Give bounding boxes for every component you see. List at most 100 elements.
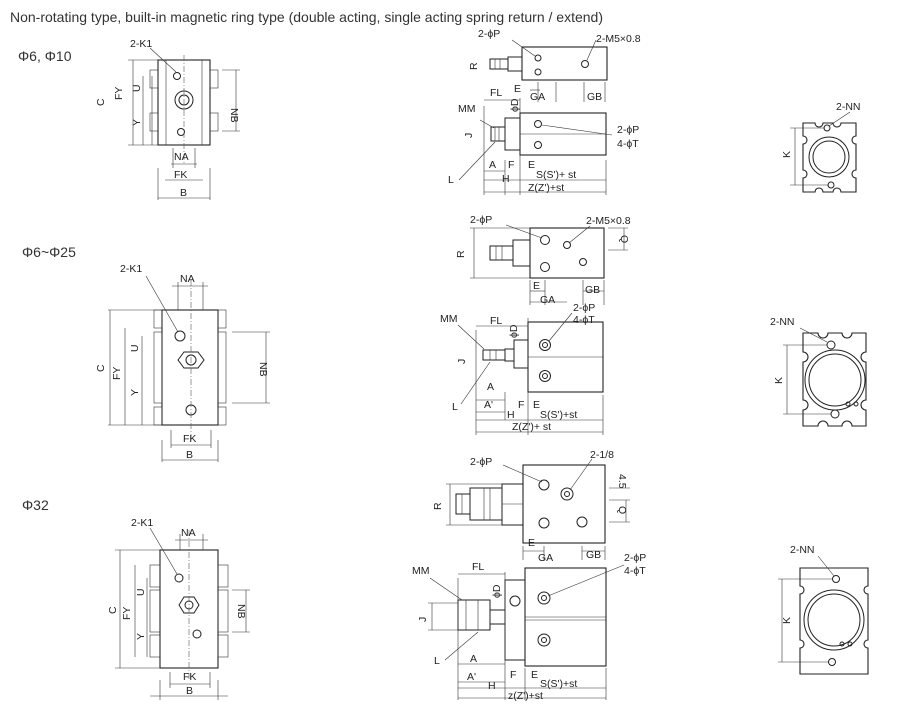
label-y: Y — [135, 633, 147, 640]
label-ga: GA — [530, 91, 545, 103]
label-2-phi-p: 2-ϕP — [470, 456, 492, 468]
top-view-phi6-25: 2-ϕP 2-M5×0.8 R Q E GA GB — [455, 214, 631, 306]
label-h: H — [507, 409, 515, 421]
label-e: E — [514, 83, 521, 95]
label-nb: NB — [235, 604, 247, 619]
label-e: E — [528, 159, 535, 171]
label-c: C — [107, 606, 119, 614]
label-r: R — [468, 62, 480, 70]
label-2-nn: 2-NN — [790, 544, 815, 556]
label-c: C — [95, 98, 107, 106]
label-fk: FK — [183, 671, 196, 683]
label-r: R — [432, 502, 444, 510]
label-mm: MM — [440, 313, 458, 325]
label-na: NA — [181, 527, 196, 539]
label-2-m5: 2-M5×0.8 — [596, 33, 641, 45]
label-fl: FL — [472, 561, 484, 573]
end-view-phi6-10: 2-NN K — [781, 101, 861, 193]
side-view-phi6-25: FL MM ϕD J L A A' F E H S(S')+st Z(Z')+ … — [440, 302, 604, 435]
label-2-phi-p: 2-ϕP — [573, 302, 595, 314]
label-h: H — [502, 173, 510, 185]
label-y: Y — [131, 119, 143, 126]
top-view-phi6-10: 2-ϕP 2-M5×0.8 R E GA GB — [468, 28, 641, 103]
label-f: F — [518, 399, 524, 411]
label-fy: FY — [111, 367, 123, 380]
label-mm: MM — [412, 565, 430, 577]
label-4-phi-t: 4-ϕT — [617, 138, 639, 150]
label-nb: NB — [228, 108, 240, 123]
label-e: E — [528, 537, 535, 549]
end-view-phi32: 2-NN K — [778, 544, 869, 675]
label-4-5: 4.5 — [616, 474, 628, 489]
label-2-m5: 2-M5×0.8 — [586, 215, 631, 227]
label-ga: GA — [538, 552, 553, 564]
label-l: L — [434, 655, 440, 667]
label-nb: NB — [257, 362, 269, 377]
label-j: J — [417, 617, 429, 622]
label-gb: GB — [587, 91, 602, 103]
label-r: R — [455, 250, 467, 258]
label-z: Z(Z')+st — [528, 182, 564, 194]
label-k: K — [781, 617, 793, 624]
label-s: S(S')+st — [540, 409, 577, 421]
label-na: NA — [174, 151, 189, 163]
label-phi-d: ϕD — [509, 98, 521, 112]
label-2-k1: 2-K1 — [120, 263, 142, 275]
label-y: Y — [129, 389, 141, 396]
label-j: J — [456, 359, 468, 364]
front-view-phi32: 2-K1 NA FK B C FY U Y NB — [107, 517, 250, 700]
label-fl: FL — [490, 315, 502, 327]
label-s: S(S')+st — [540, 678, 577, 690]
label-f: F — [510, 669, 516, 681]
label-fl: FL — [490, 87, 502, 99]
side-view-phi6-10: FL MM ϕD J L A F E H S(S')+ st Z(Z')+st … — [448, 87, 639, 195]
label-z: z(Z')+st — [508, 690, 543, 702]
label-2-nn: 2-NN — [770, 316, 795, 328]
series-label-phi6-10: Φ6, Φ10 — [18, 48, 72, 64]
label-b: B — [186, 449, 193, 461]
label-2-phi-p: 2-ϕP — [617, 124, 639, 136]
label-e: E — [533, 399, 540, 411]
label-a: A — [489, 159, 496, 171]
label-k: K — [781, 151, 793, 158]
label-4-phi-t: 4-ϕT — [573, 314, 595, 326]
page-title: Non-rotating type, built-in magnetic rin… — [10, 9, 603, 25]
label-2-phi-p: 2-ϕP — [624, 552, 646, 564]
label-4-phi-t: 4-ϕT — [624, 565, 646, 577]
label-b: B — [180, 187, 187, 199]
label-u: U — [135, 588, 147, 596]
label-a-prime: A' — [484, 399, 493, 411]
label-ga: GA — [540, 294, 555, 306]
label-q: Q — [618, 235, 630, 243]
label-2-phi-p: 2-ϕP — [470, 214, 492, 226]
label-q: Q — [616, 506, 628, 514]
top-view-phi32: 2-ϕP 2-1/8 R 4.5 Q E GA GB — [432, 449, 630, 564]
label-l: L — [448, 174, 454, 186]
label-e: E — [533, 280, 540, 292]
label-z: Z(Z')+ st — [512, 421, 551, 433]
label-c: C — [95, 364, 107, 372]
end-view-phi6-25: 2-NN K — [770, 316, 867, 427]
label-fk: FK — [174, 169, 187, 181]
side-view-phi32: FL MM ϕD J L A A' F E H S(S')+st z(Z')+s… — [412, 552, 646, 702]
label-phi-d: ϕD — [491, 584, 503, 598]
label-a: A — [470, 653, 477, 665]
label-gb: GB — [586, 549, 601, 561]
label-j: J — [463, 133, 475, 138]
front-view-phi6-10: 2-K1 NA FK B C FY U Y NB — [95, 38, 240, 200]
label-2-nn: 2-NN — [836, 101, 861, 113]
label-l: L — [452, 401, 458, 413]
label-2-k1: 2-K1 — [131, 517, 153, 529]
label-2-phi-p: 2-ϕP — [478, 28, 500, 40]
label-na: NA — [180, 273, 195, 285]
label-e: E — [531, 669, 538, 681]
label-fy: FY — [113, 87, 125, 100]
series-label-phi32: Φ32 — [22, 497, 49, 513]
label-phi-d: ϕD — [508, 324, 520, 338]
label-fk: FK — [183, 433, 196, 445]
label-b: B — [186, 685, 193, 697]
label-h: H — [488, 680, 496, 692]
series-label-phi6-25: Φ6~Φ25 — [22, 244, 76, 260]
label-gb: GB — [585, 284, 600, 296]
